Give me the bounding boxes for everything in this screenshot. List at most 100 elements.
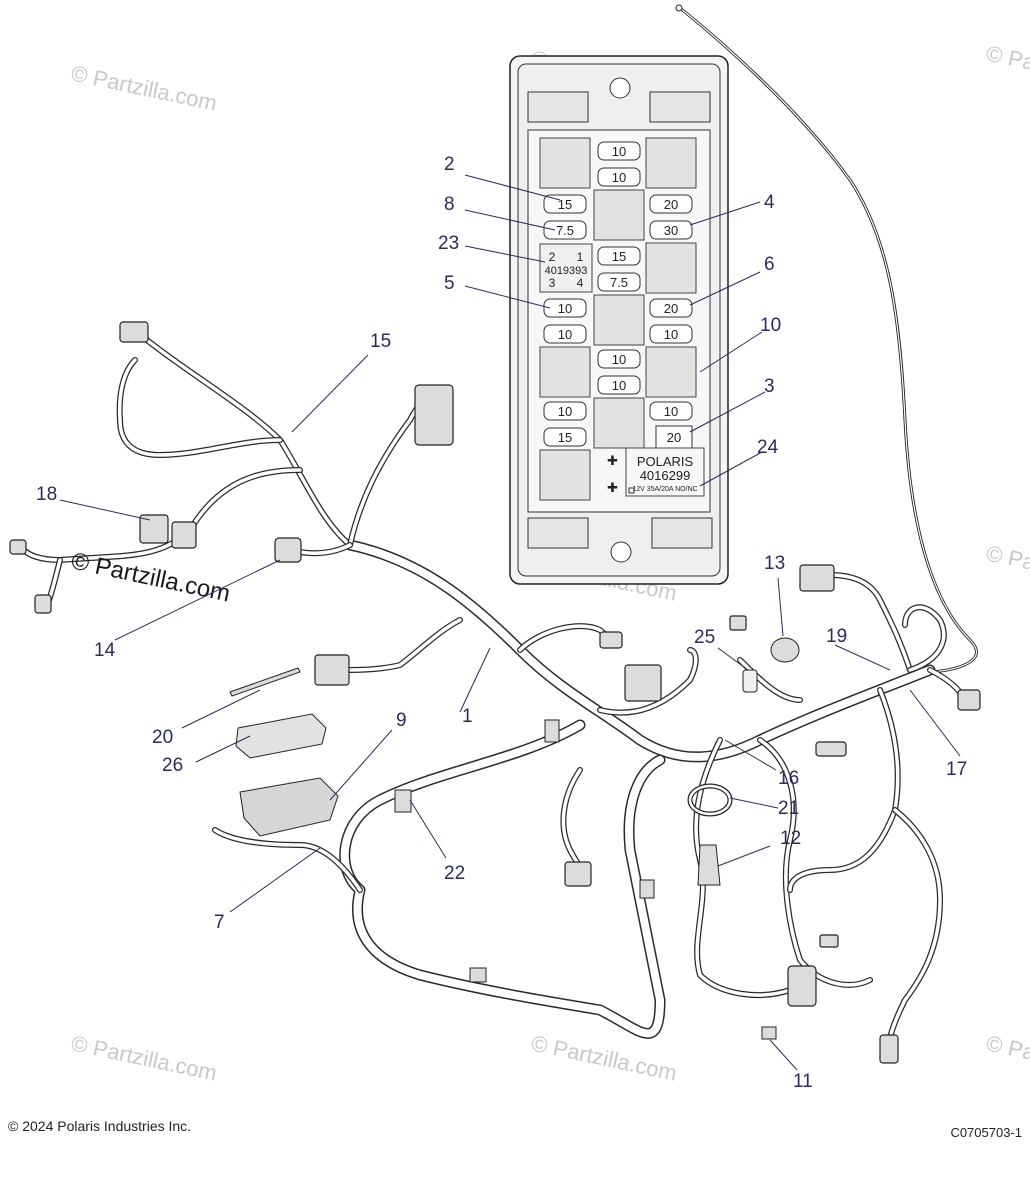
callout-10: 10 bbox=[760, 315, 781, 336]
callout-24: 24 bbox=[757, 437, 779, 458]
clamp bbox=[469, 967, 487, 983]
svg-text:3: 3 bbox=[549, 276, 556, 290]
callout-7: 7 bbox=[214, 912, 225, 933]
svg-text:10: 10 bbox=[664, 404, 678, 419]
svg-text:POLARIS: POLARIS bbox=[637, 454, 694, 469]
callout-21: 21 bbox=[778, 798, 799, 819]
callout-16: 16 bbox=[778, 768, 799, 789]
callout-6: 6 bbox=[764, 254, 775, 275]
clamp bbox=[544, 719, 560, 743]
cover-part bbox=[235, 713, 327, 759]
connector bbox=[139, 514, 169, 544]
diode: ✚ bbox=[607, 453, 618, 468]
svg-text:10: 10 bbox=[612, 170, 626, 185]
svg-text:2: 2 bbox=[549, 250, 556, 264]
callout-4: 4 bbox=[764, 192, 775, 213]
connector bbox=[787, 965, 817, 1007]
clip-part bbox=[742, 669, 758, 693]
diode: ✚ bbox=[607, 480, 618, 495]
svg-text:10: 10 bbox=[558, 327, 572, 342]
fuse: 7.5 bbox=[543, 220, 587, 240]
svg-text:4: 4 bbox=[577, 276, 584, 290]
connector bbox=[729, 615, 747, 631]
fuse: 15 bbox=[543, 427, 587, 447]
callout-25: 25 bbox=[694, 627, 715, 648]
fuse: 10 bbox=[543, 298, 587, 318]
fuse: 15 bbox=[597, 246, 641, 266]
callout-14: 14 bbox=[94, 640, 116, 661]
watermark: © Partzilla.com bbox=[69, 1030, 219, 1085]
svg-text:10: 10 bbox=[558, 301, 572, 316]
svg-text:10: 10 bbox=[612, 144, 626, 159]
callout-20: 20 bbox=[152, 727, 173, 748]
fuse: 7.5 bbox=[597, 272, 641, 292]
callout-18: 18 bbox=[36, 484, 57, 505]
svg-text:12V 35A/20A NO/NC: 12V 35A/20A NO/NC bbox=[632, 486, 697, 493]
connector bbox=[879, 1034, 899, 1064]
connector bbox=[957, 689, 981, 711]
clamp bbox=[394, 789, 412, 813]
callout-3: 3 bbox=[764, 376, 775, 397]
svg-text:30: 30 bbox=[664, 223, 678, 238]
fuse: 30 bbox=[649, 220, 693, 240]
strip-part bbox=[229, 667, 301, 697]
connector bbox=[799, 564, 835, 592]
connector bbox=[414, 384, 454, 446]
svg-text:7.5: 7.5 bbox=[610, 275, 628, 290]
svg-text:7.5: 7.5 bbox=[556, 223, 574, 238]
wiring-harness bbox=[9, 321, 981, 1064]
svg-text:10: 10 bbox=[664, 327, 678, 342]
svg-text:20: 20 bbox=[664, 301, 678, 316]
connector bbox=[819, 934, 839, 948]
fuse-box: 10 10 15 20 7.5 30 15 7.5 10 20 10 10 10… bbox=[509, 55, 729, 585]
callout-2: 2 bbox=[444, 154, 455, 175]
svg-text:20: 20 bbox=[667, 430, 681, 445]
fuse: 10 bbox=[649, 401, 693, 421]
svg-text:10: 10 bbox=[558, 404, 572, 419]
fuse: 10 bbox=[543, 324, 587, 344]
svg-text:4016299: 4016299 bbox=[640, 468, 691, 483]
antenna-cable bbox=[675, 4, 978, 674]
callout-5: 5 bbox=[444, 273, 455, 294]
fuse: 10 bbox=[597, 141, 641, 161]
callout-numbers: 1 2 3 4 5 6 7 8 9 10 11 12 13 14 15 16 1… bbox=[36, 154, 967, 1092]
boot-part bbox=[697, 844, 721, 886]
watermark: © Partzilla.com bbox=[984, 540, 1030, 595]
fuse: 10 bbox=[597, 375, 641, 395]
connector bbox=[815, 741, 847, 757]
connector bbox=[119, 321, 149, 343]
connector bbox=[564, 861, 592, 887]
svg-text:4019393: 4019393 bbox=[545, 265, 588, 277]
callout-26: 26 bbox=[162, 755, 183, 776]
module-part bbox=[239, 777, 339, 837]
svg-text:10: 10 bbox=[612, 352, 626, 367]
svg-text:20: 20 bbox=[664, 197, 678, 212]
connector bbox=[599, 631, 623, 649]
connector bbox=[624, 664, 662, 702]
watermark: © Partzilla.com bbox=[984, 1030, 1030, 1085]
watermark: © Partzilla.com bbox=[984, 40, 1030, 95]
callout-13: 13 bbox=[764, 553, 785, 574]
fuse: 10 bbox=[649, 324, 693, 344]
callout-11: 11 bbox=[793, 1071, 813, 1092]
svg-text:15: 15 bbox=[558, 430, 572, 445]
watermark: © Partzilla.com bbox=[529, 1030, 679, 1085]
callout-23: 23 bbox=[438, 233, 459, 254]
connector bbox=[9, 539, 27, 555]
sensor-part bbox=[770, 637, 800, 663]
center-watermark: © Partzilla.com bbox=[69, 547, 233, 607]
callout-1: 1 bbox=[462, 706, 473, 727]
small-part bbox=[761, 1026, 777, 1040]
fuse: 10 bbox=[597, 349, 641, 369]
svg-text:15: 15 bbox=[558, 197, 572, 212]
fuse: 10 bbox=[597, 167, 641, 187]
connector bbox=[314, 654, 350, 686]
copyright-text: © 2024 Polaris Industries Inc. bbox=[8, 1118, 192, 1134]
connector bbox=[171, 521, 197, 549]
leader-lines bbox=[59, 174, 961, 1071]
callout-17: 17 bbox=[946, 759, 967, 780]
callout-19: 19 bbox=[826, 626, 847, 647]
fuse: 20 bbox=[655, 425, 693, 449]
fuse: 15 bbox=[543, 194, 587, 214]
